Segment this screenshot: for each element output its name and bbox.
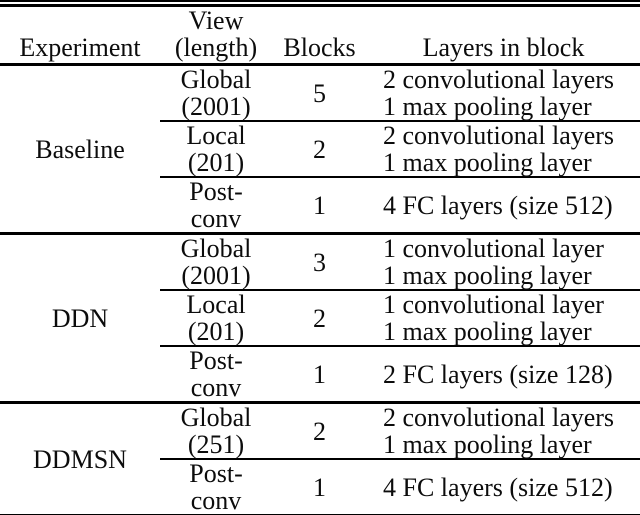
table-row: Post- conv 1 4 FC layers (size 512) — [0, 459, 640, 514]
layers-line1: 2 convolutional layers — [383, 121, 615, 150]
top-rule-outer — [0, 0, 640, 2]
top-rule-inner — [0, 4, 640, 7]
layers-cell: 4 FC layers (size 512) — [367, 459, 640, 514]
view-line2: (2001) — [181, 261, 251, 290]
layers-cell: 1 convolutional layer 1 max pooling laye… — [367, 290, 640, 347]
table-row: Post- conv 1 4 FC layers (size 512) — [0, 177, 640, 235]
col-header-blocks: Blocks — [272, 7, 367, 66]
layers-line1: 2 convolutional layers — [383, 403, 615, 432]
view-cell: Global (2001) — [160, 233, 272, 291]
layers-line1: 1 convolutional layer — [383, 234, 604, 263]
view-line1: Post- — [189, 346, 243, 375]
table-header-row: Experiment View (length) Blocks Layers i… — [0, 6, 640, 66]
view-line1: Local — [186, 121, 246, 150]
blocks-cell: 1 — [272, 346, 367, 404]
blocks-cell: 5 — [272, 64, 367, 122]
col-header-experiment: Experiment — [0, 7, 160, 66]
layers-cell: 4 FC layers (size 512) — [367, 177, 640, 235]
view-line2: (201) — [187, 317, 245, 346]
col-header-view: View (length) — [160, 6, 272, 66]
layers-line1: 4 FC layers (size 512) — [383, 190, 613, 220]
blocks-cell: 2 — [272, 402, 367, 460]
blocks-cell: 1 — [313, 472, 326, 502]
layers-cell: 1 convolutional layer 1 max pooling laye… — [367, 233, 640, 291]
view-line1: Post- — [189, 459, 243, 488]
blocks-cell: 3 — [272, 233, 367, 291]
view-line2: (251) — [187, 430, 245, 459]
layers-line1: 2 FC layers (size 128) — [383, 359, 613, 389]
view-cell: Local (201) — [160, 290, 272, 347]
table-row: DDN Global (2001) 3 1 convolutional laye… — [0, 233, 640, 404]
view-cell: Post- conv — [160, 459, 272, 514]
layers-line2: 1 max pooling layer — [383, 317, 592, 346]
experiment-cell-ddmsn: DDMSN — [33, 444, 127, 474]
view-line2: conv — [190, 486, 242, 515]
view-cell: Local (201) — [160, 121, 272, 178]
blocks-cell: 1 — [272, 177, 367, 235]
layers-line1: 4 FC layers (size 512) — [383, 472, 613, 502]
col-header-layers: Layers in block — [367, 7, 640, 66]
view-line1: Post- — [189, 177, 243, 206]
view-line2: (201) — [187, 148, 245, 177]
layers-line1: 2 convolutional layers — [383, 65, 615, 94]
col-header-view-line2: (length) — [174, 33, 258, 62]
layers-line2: 1 max pooling layer — [383, 148, 592, 177]
layers-line2: 1 max pooling layer — [383, 430, 592, 459]
experiment-cell-baseline: Baseline — [0, 64, 160, 235]
view-cell: Global (2001) — [160, 64, 272, 122]
layers-cell: 2 convolutional layers 1 max pooling lay… — [367, 121, 640, 178]
layers-line2: 1 max pooling layer — [383, 261, 592, 290]
table-row: DDMSN Global (251) 2 2 convolutional lay… — [0, 402, 640, 472]
table-row: Local (201) 2 2 convolutional layers 1 m… — [0, 121, 640, 178]
layers-cell: 2 convolutional layers 1 max pooling lay… — [367, 402, 640, 460]
view-line1: Global — [180, 403, 252, 432]
layers-cell: 2 convolutional layers 1 max pooling lay… — [367, 64, 640, 122]
table-row: Baseline Global (2001) 5 2 convolutional… — [0, 64, 640, 235]
view-cell: Global (251) — [160, 402, 272, 460]
col-header-view-line1: View — [188, 6, 244, 35]
view-line2: conv — [190, 373, 242, 402]
table-row: Local (201) 2 1 convolutional layer 1 ma… — [0, 290, 640, 347]
blocks-cell: 2 — [272, 290, 367, 347]
blocks-cell: 2 — [272, 121, 367, 178]
view-line1: Global — [180, 234, 252, 263]
view-line1: Local — [186, 290, 246, 319]
experiment-architecture-table: Experiment View (length) Blocks Layers i… — [0, 7, 640, 514]
view-line1: Global — [180, 65, 252, 94]
table-row: Post- conv 1 2 FC layers (size 128) — [0, 346, 640, 404]
view-line2: (2001) — [181, 92, 251, 121]
layers-cell: 2 FC layers (size 128) — [367, 346, 640, 404]
view-cell: Post- conv — [160, 177, 272, 235]
layers-line1: 1 convolutional layer — [383, 290, 604, 319]
view-cell: Post- conv — [160, 346, 272, 404]
view-line2: conv — [190, 204, 242, 233]
experiment-cell-ddn: DDN — [0, 233, 160, 404]
layers-line2: 1 max pooling layer — [383, 92, 592, 121]
